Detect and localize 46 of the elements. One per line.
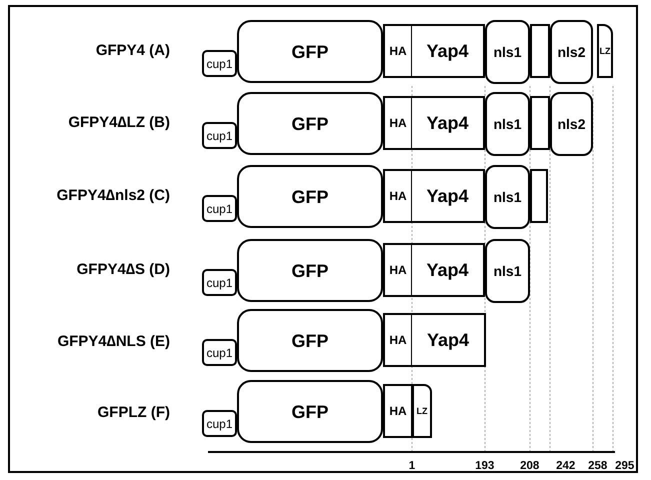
protein-domain-box: nls2 (550, 20, 593, 84)
protein-domain-box: Yap4 (412, 169, 485, 223)
promoter-box: cup1 (202, 195, 237, 222)
construct-label: GFPLZ (F) (98, 405, 170, 420)
protein-domain-box: GFP (237, 309, 383, 372)
construct-label: GFPY4∆S (D) (76, 262, 170, 277)
protein-domain-box: HA (383, 24, 412, 78)
promoter-box: cup1 (202, 410, 237, 437)
linker-segment (530, 24, 550, 78)
protein-domain-box: HA (383, 243, 412, 297)
protein-domain-box: GFP (237, 380, 383, 443)
protein-domain-box: GFP (237, 92, 383, 155)
protein-domain-box: nls2 (550, 92, 593, 156)
protein-domain-box: LZ (412, 384, 432, 438)
protein-domain-box: HA (383, 384, 412, 438)
construct-label: GFPY4∆NLS (E) (57, 334, 170, 349)
protein-domain-box: HA (383, 169, 412, 223)
protein-domain-box: nls1 (485, 239, 530, 303)
residue-number: 208 (520, 461, 540, 472)
residue-number: 295 (615, 461, 634, 472)
linker-segment (530, 96, 550, 150)
promoter-box: cup1 (202, 339, 237, 366)
promoter-box: cup1 (202, 122, 237, 149)
protein-domain-box: Yap4 (412, 24, 485, 78)
residue-number: 242 (556, 461, 576, 472)
construct-label: GFPY4 (A) (96, 43, 170, 58)
protein-domain-box: nls1 (485, 20, 530, 84)
protein-domain-box: Yap4 (412, 96, 485, 150)
residue-number: 1 (408, 461, 416, 472)
linker-segment (530, 169, 548, 223)
protein-domain-box: Yap4 (412, 313, 486, 367)
protein-domain-box: Yap4 (412, 243, 485, 297)
protein-domain-box: LZ (597, 24, 613, 78)
protein-domain-box: GFP (237, 239, 383, 302)
promoter-box: cup1 (202, 50, 237, 77)
construct-label: GFPY4∆LZ (B) (68, 115, 170, 130)
protein-domain-box: HA (383, 96, 412, 150)
protein-domain-box: GFP (237, 165, 383, 228)
protein-domain-box: HA (383, 313, 412, 367)
protein-domain-box: nls1 (485, 92, 530, 156)
residue-number: 258 (588, 461, 608, 472)
protein-domain-box: GFP (237, 20, 383, 83)
protein-domain-box: nls1 (485, 165, 530, 229)
promoter-box: cup1 (202, 269, 237, 296)
residue-number: 193 (475, 461, 494, 472)
construct-label: GFPY4∆nls2 (C) (56, 188, 170, 203)
